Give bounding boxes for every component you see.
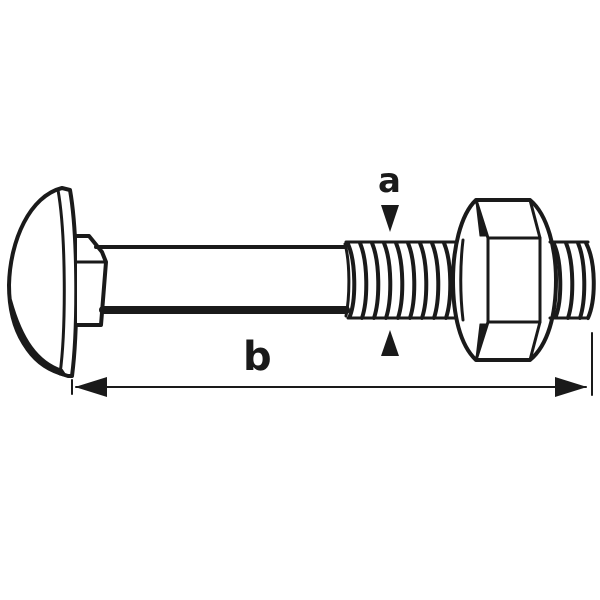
bolt-head	[7, 186, 79, 378]
hex-nut	[451, 198, 558, 362]
dimension-b-line	[71, 332, 593, 397]
square-neck	[75, 234, 108, 327]
dimension-label-b: b	[243, 334, 272, 380]
dimension-label-a: a	[378, 161, 401, 201]
bolt-threads	[344, 240, 462, 320]
bolt-shank	[94, 242, 351, 318]
threaded-tip	[548, 240, 596, 320]
dimension-a-arrows	[381, 205, 399, 356]
